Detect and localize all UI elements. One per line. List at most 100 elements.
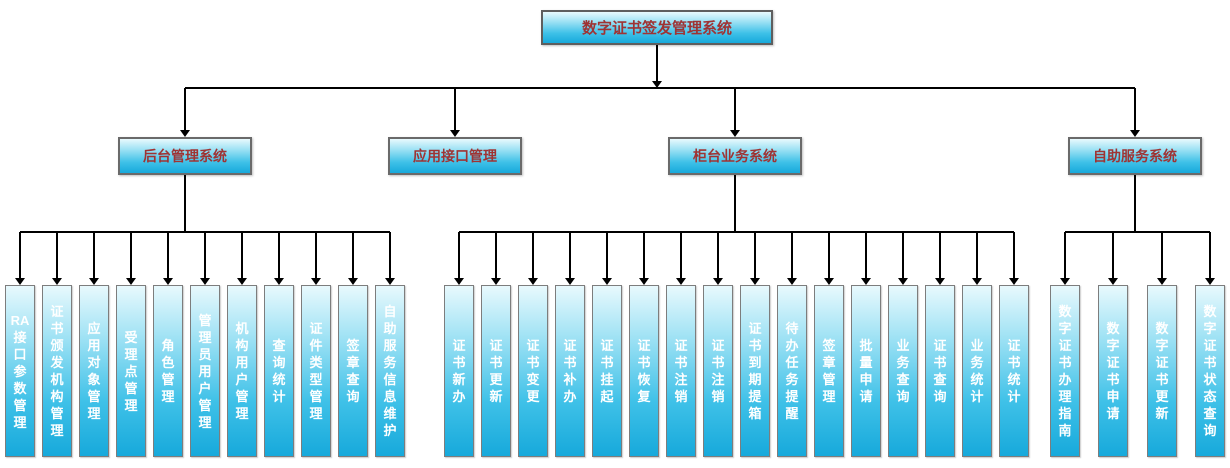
leaf-label-char: 签 (346, 338, 360, 353)
leaf-label-char: 务 (383, 355, 397, 370)
leaf-label-char: 证 (748, 321, 762, 336)
leaf-label-char: 计 (1007, 389, 1021, 404)
leaf-label-char: 理 (87, 406, 101, 421)
leaf-node-box: 证书新办 (444, 285, 474, 457)
leaf-node-box: 查询统计 (264, 285, 294, 457)
leaf-node-box: 业务查询 (888, 285, 918, 457)
arrowhead-down-icon (565, 278, 575, 285)
leaf-label-char: 管 (309, 389, 323, 404)
leaf-label-char: 理 (1058, 389, 1072, 404)
leaf-drop-line (1209, 232, 1211, 279)
leaf-label-char: 自 (383, 304, 397, 319)
leaf-label-char: 提 (748, 389, 762, 404)
leaf-node-box: 管理员用户管理 (190, 285, 220, 457)
leaf-label-char: 销 (711, 389, 725, 404)
leaf-label-char: 书 (674, 355, 688, 370)
leaf-label-char: 户 (235, 372, 249, 387)
arrowhead-down-icon (52, 278, 62, 285)
leaf-label-char: 南 (1058, 423, 1072, 438)
arrowhead-down-icon (972, 278, 982, 285)
leaf-label-char: 证 (674, 338, 688, 353)
leaf-label-char: 管 (198, 312, 212, 328)
branch-drop-line (454, 88, 456, 131)
leaf-label-char: 补 (563, 372, 577, 387)
arrowhead-down-icon (935, 278, 945, 285)
leaf-drop-line (458, 232, 460, 279)
leaf-label-char: 书 (1203, 355, 1217, 370)
leaf-label-char: 状 (1203, 372, 1217, 387)
leaf-label-char: 请 (1106, 406, 1120, 421)
arrowhead-down-icon (730, 130, 740, 137)
arrowhead-down-icon (163, 278, 173, 285)
leaf-label-char: 查 (272, 338, 286, 353)
leaf-label-char: 数 (1155, 321, 1169, 336)
leaf-node-box: 证书注销 (703, 285, 733, 457)
leaf-drop-line (56, 232, 58, 279)
leaf-drop-line (754, 232, 756, 279)
leaf-node-box: 自助服务信息维护 (375, 285, 405, 457)
leaf-label-char: 管 (161, 372, 175, 387)
branch-to-bus-line (184, 175, 186, 232)
leaf-label-char: 新 (489, 389, 503, 404)
leaf-label-char: 管 (124, 380, 138, 396)
leaf-label-char: 更 (489, 372, 503, 387)
leaf-label-char: 注 (674, 372, 688, 387)
arrowhead-down-icon (1009, 278, 1019, 285)
leaf-label-char: 请 (859, 389, 873, 404)
level1-bus-line (185, 87, 1135, 89)
leaf-node-box: 数字证书状态查询 (1195, 285, 1225, 457)
leaf-label-char: 理 (235, 406, 249, 421)
leaf-label-char: 参 (13, 363, 27, 379)
leaf-node-box: 证件类型管理 (301, 285, 331, 457)
leaf-label-char: 证 (1106, 355, 1120, 370)
leaf-label-char: 指 (1058, 406, 1072, 421)
leaf-label-char: 字 (1155, 338, 1169, 353)
leaf-label-char: 申 (859, 372, 873, 387)
leaf-label-char: 理 (124, 346, 138, 362)
leaf-label-char: 点 (124, 363, 138, 379)
leaf-drop-line (241, 232, 243, 279)
leaf-label-char: 提 (785, 389, 799, 404)
leaf-label-char: 查 (933, 372, 947, 387)
arrowhead-down-icon (450, 130, 460, 137)
leaf-label-char: 书 (600, 355, 614, 370)
leaf-label-char: 员 (198, 346, 212, 362)
leaf-label-char: 证 (489, 338, 503, 353)
leaf-label-char: 型 (309, 372, 323, 387)
arrowhead-down-icon (311, 278, 321, 285)
leaf-label-char: 书 (711, 355, 725, 370)
leaf-label-char: 书 (563, 355, 577, 370)
leaf-label-char: 统 (272, 372, 286, 387)
leaf-label-char: 书 (526, 355, 540, 370)
leaf-label-char: 户 (198, 380, 212, 396)
leaf-label-char: 量 (859, 355, 873, 370)
leaf-label-char: 批 (859, 338, 873, 353)
leaf-drop-line (717, 232, 719, 279)
leaf-label-char: 用 (87, 338, 101, 353)
leaf-node-box: 角色管理 (153, 285, 183, 457)
branch-drop-line (184, 88, 186, 131)
arrowhead-down-icon (652, 81, 662, 88)
level2-bus-line (459, 231, 1014, 233)
arrowhead-down-icon (126, 278, 136, 285)
branch-to-bus-line (1134, 175, 1136, 232)
leaf-drop-line (828, 232, 830, 279)
leaf-label-char: 证 (1155, 355, 1169, 370)
leaf-label-char: 管 (822, 372, 836, 387)
leaf-label-char: 查 (896, 372, 910, 387)
arrowhead-down-icon (602, 278, 612, 285)
root-drop-line (656, 45, 658, 82)
branch-to-bus-line (734, 175, 736, 232)
level2-bus-line (1065, 231, 1210, 233)
leaf-label-char: 信 (383, 372, 397, 387)
leaf-drop-line (204, 232, 206, 279)
leaf-label-char: 务 (970, 355, 984, 370)
leaf-node-box: 数字证书办理指南 (1050, 285, 1080, 457)
leaf-label-char: 构 (235, 338, 249, 353)
leaf-label-char: 证 (933, 338, 947, 353)
leaf-drop-line (93, 232, 95, 279)
leaf-label-char: 醒 (785, 406, 799, 421)
leaf-node-box: 业务统计 (962, 285, 992, 457)
leaf-drop-line (680, 232, 682, 279)
leaf-label-char: 角 (161, 338, 175, 353)
